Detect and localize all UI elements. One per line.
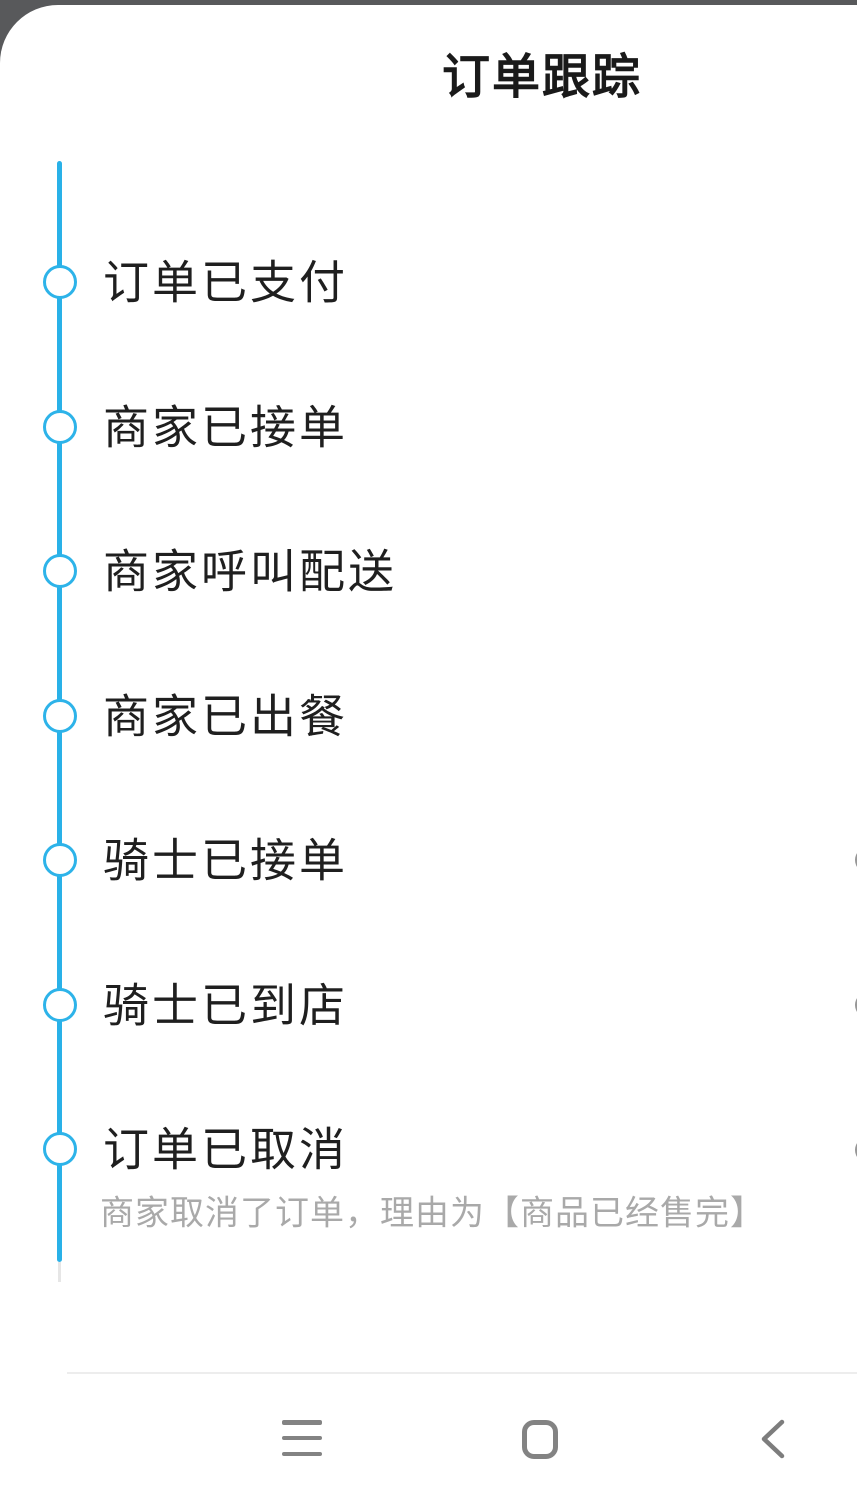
timeline-dot-icon (43, 699, 77, 733)
timeline-dot-icon (43, 554, 77, 588)
timeline-step-label: 订单已取消 (103, 1123, 348, 1176)
timeline-step-label: 商家已出餐 (103, 690, 348, 743)
timeline-step-label: 订单已支付 (103, 256, 348, 309)
clipped-circle-icon (855, 847, 857, 873)
home-button[interactable] (522, 1420, 558, 1459)
timeline-dot-icon (43, 410, 77, 444)
cancel-reason-text: 商家取消了订单，理由为【商品已经售完】 (100, 1194, 765, 1233)
back-button[interactable] (759, 1419, 787, 1459)
timeline-dot-icon (43, 843, 77, 877)
page-title: 订单跟踪 (442, 51, 643, 104)
timeline-dot-icon (43, 1132, 77, 1166)
clipped-circle-icon (855, 992, 857, 1018)
recent-apps-button[interactable] (282, 1420, 322, 1456)
timeline-dot-icon (43, 265, 77, 299)
timeline-line-tail (58, 1262, 61, 1282)
timeline-step-label: 骑士已到店 (103, 979, 348, 1032)
content-card (0, 5, 857, 1503)
navbar-divider (67, 1372, 857, 1374)
back-chevron-icon (761, 1419, 785, 1459)
timeline-dot-icon (43, 988, 77, 1022)
clipped-circle-icon (855, 1137, 857, 1163)
timeline-step-label: 商家已接单 (103, 401, 348, 454)
timeline-step-label: 骑士已接单 (103, 834, 348, 887)
recent-apps-icon (282, 1420, 322, 1425)
timeline-step-label: 商家呼叫配送 (103, 545, 397, 598)
